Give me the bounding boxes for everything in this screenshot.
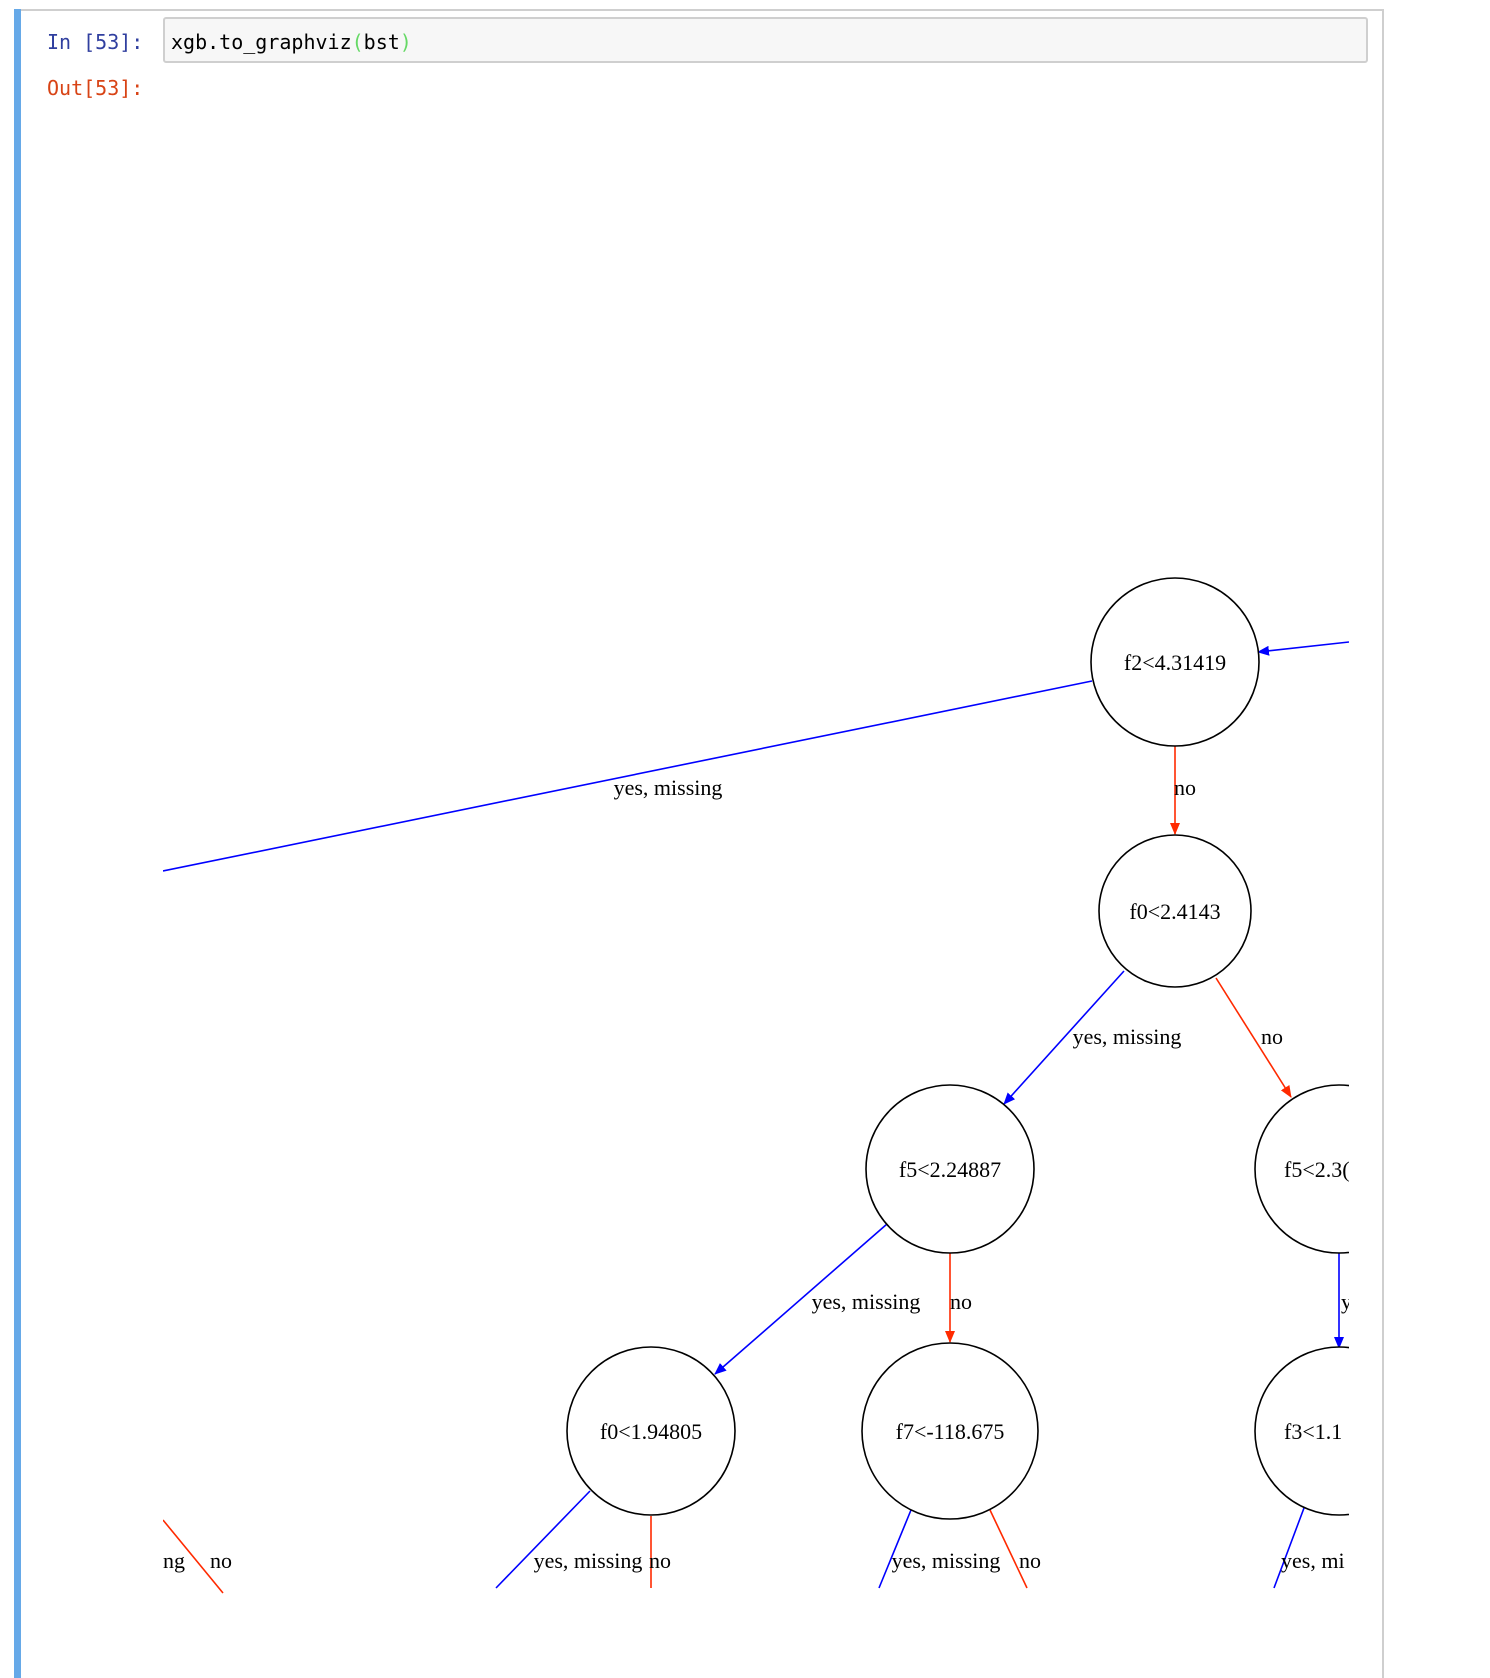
code-input-area[interactable] xyxy=(163,17,1368,63)
edge-label-f5a-yes: yes, missing xyxy=(812,1289,921,1314)
code-function: xgb.to_graphviz xyxy=(171,30,352,54)
code-close-paren: ) xyxy=(399,30,412,54)
tree-node: f7<-118.675 xyxy=(861,1342,1039,1520)
tree-node: f2<4.31419 xyxy=(1090,577,1260,747)
edge-label-f7-no: no xyxy=(1019,1548,1041,1573)
tree-node: f0<1.94805 xyxy=(566,1346,736,1516)
edge-label-f5a-no: no xyxy=(950,1289,972,1314)
edge-f0a-yes xyxy=(1003,970,1125,1105)
edge-f2-yes xyxy=(163,680,1093,872)
node-label: f0<2.4143 xyxy=(1129,899,1220,924)
edge-label-f0a-no: no xyxy=(1261,1024,1283,1049)
edge-label-left-no: no xyxy=(210,1548,232,1573)
cell-selection-bar xyxy=(14,9,21,1678)
tree-node: f3<1.1 xyxy=(1254,1346,1349,1516)
edge-f7-no xyxy=(989,1509,1028,1589)
edge-label-f0a-yes: yes, missing xyxy=(1073,1024,1182,1049)
node-label: f5<2.24887 xyxy=(899,1157,1001,1182)
node-label: f3<1.1 xyxy=(1284,1419,1342,1444)
edge-label-f0b-no: no xyxy=(649,1548,671,1573)
output-prompt: Out[53]: xyxy=(47,76,144,100)
edge-incoming-root xyxy=(1257,641,1349,656)
edge-label-f5b-yes: y xyxy=(1341,1289,1349,1314)
tree-node: f5<2.3( xyxy=(1254,1084,1349,1254)
node-label: f2<4.31419 xyxy=(1124,650,1226,675)
graphviz-output: yes, missing no yes, missing no yes, mis… xyxy=(163,68,1349,1678)
code-text[interactable]: xgb.to_graphviz(bst) xyxy=(171,30,412,54)
notebook-cell-frame xyxy=(14,9,1384,1678)
edge-f0a-no xyxy=(1215,977,1292,1098)
node-label: f0<1.94805 xyxy=(600,1419,702,1444)
tree-node: f5<2.24887 xyxy=(865,1084,1035,1254)
edge-f5a-yes xyxy=(714,1223,888,1375)
edge-f3-yes xyxy=(1273,1507,1305,1589)
edge-label-f2-no: no xyxy=(1174,775,1196,800)
edge-f0b-yes xyxy=(495,1490,591,1589)
node-label: f5<2.3( xyxy=(1284,1157,1349,1182)
edge-left-no xyxy=(163,1519,224,1594)
edge-f7-yes xyxy=(878,1509,912,1589)
edge-label-f2-yes: yes, missing xyxy=(614,775,723,800)
edge-label-f7-yes: yes, missing xyxy=(892,1548,1001,1573)
edge-label-left-ng: ng xyxy=(163,1548,185,1573)
edge-label-f0b-yes: yes, missing xyxy=(534,1548,643,1573)
tree-graph: yes, missing no yes, missing no yes, mis… xyxy=(163,577,1349,1594)
code-open-paren: ( xyxy=(351,30,364,54)
code-argument: bst xyxy=(363,30,400,54)
input-prompt: In [53]: xyxy=(47,30,144,54)
edge-label-f3-yes: yes, mi xyxy=(1281,1548,1345,1573)
node-label: f7<-118.675 xyxy=(896,1419,1005,1444)
tree-node: f0<2.4143 xyxy=(1098,834,1252,988)
